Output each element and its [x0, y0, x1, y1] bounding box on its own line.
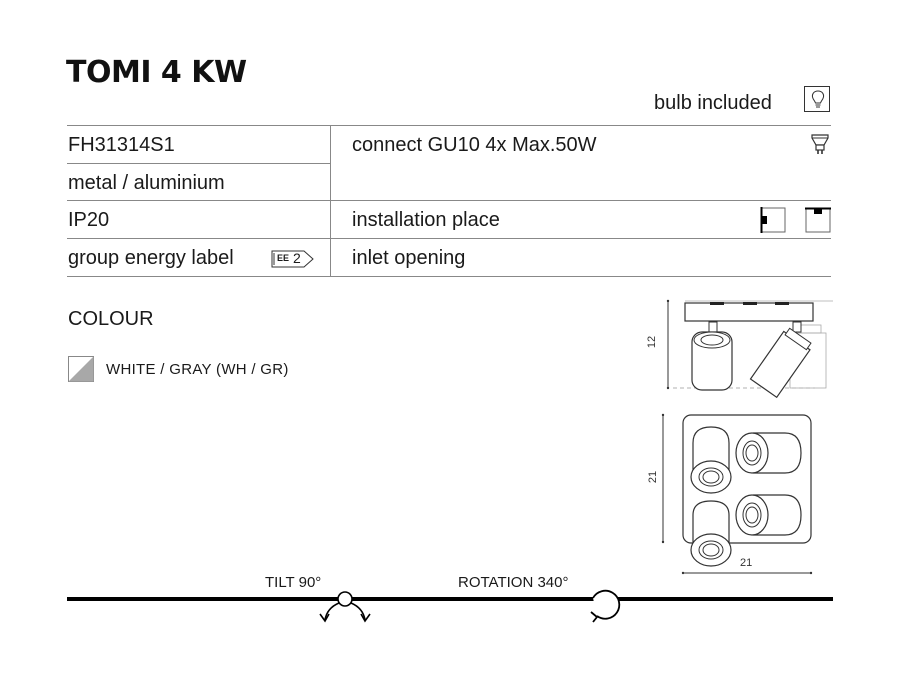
table-divider	[67, 200, 831, 202]
ip-rating: IP20	[68, 209, 110, 231]
product-code: FH31314S1	[68, 134, 175, 156]
table-divider	[67, 238, 831, 240]
bulb-included-label: bulb included	[654, 92, 772, 114]
colour-heading: COLOUR	[68, 308, 154, 330]
product-title: TOMI 4 KW	[66, 55, 247, 90]
rotation-arrow-icon	[590, 589, 621, 623]
colour-option-label: WHITE / GRAY (WH / GR)	[106, 361, 289, 378]
installation-place: installation place	[352, 209, 500, 231]
table-divider	[67, 163, 330, 165]
table-divider	[67, 125, 831, 127]
side-height-dimension: 12	[646, 335, 659, 349]
top-view-drawing	[661, 413, 813, 575]
top-height-dimension: 21	[647, 470, 660, 484]
ceiling-mount-icon	[805, 207, 831, 233]
lightbulb-icon	[804, 86, 830, 112]
inlet-opening: inlet opening	[352, 247, 466, 269]
adjustment-rule	[67, 597, 833, 601]
energy-label-text: group energy label	[68, 247, 234, 269]
tilt-arrows-icon	[319, 591, 371, 623]
table-divider	[67, 276, 831, 278]
top-width-dimension: 21	[740, 557, 753, 569]
energy-badge-text: EE	[277, 253, 290, 263]
tilt-label: TILT 90°	[265, 574, 322, 591]
wall-mount-icon	[760, 207, 786, 233]
colour-swatch-white-gray	[68, 356, 94, 382]
connect-spec: connect GU10 4x Max.50W	[352, 134, 597, 156]
energy-class-value: 2	[293, 250, 301, 266]
material: metal / aluminium	[68, 172, 225, 194]
rotation-label: ROTATION 340°	[458, 574, 569, 591]
table-column-divider	[330, 125, 332, 276]
side-view-drawing	[666, 299, 833, 399]
gu10-socket-icon	[811, 134, 829, 154]
